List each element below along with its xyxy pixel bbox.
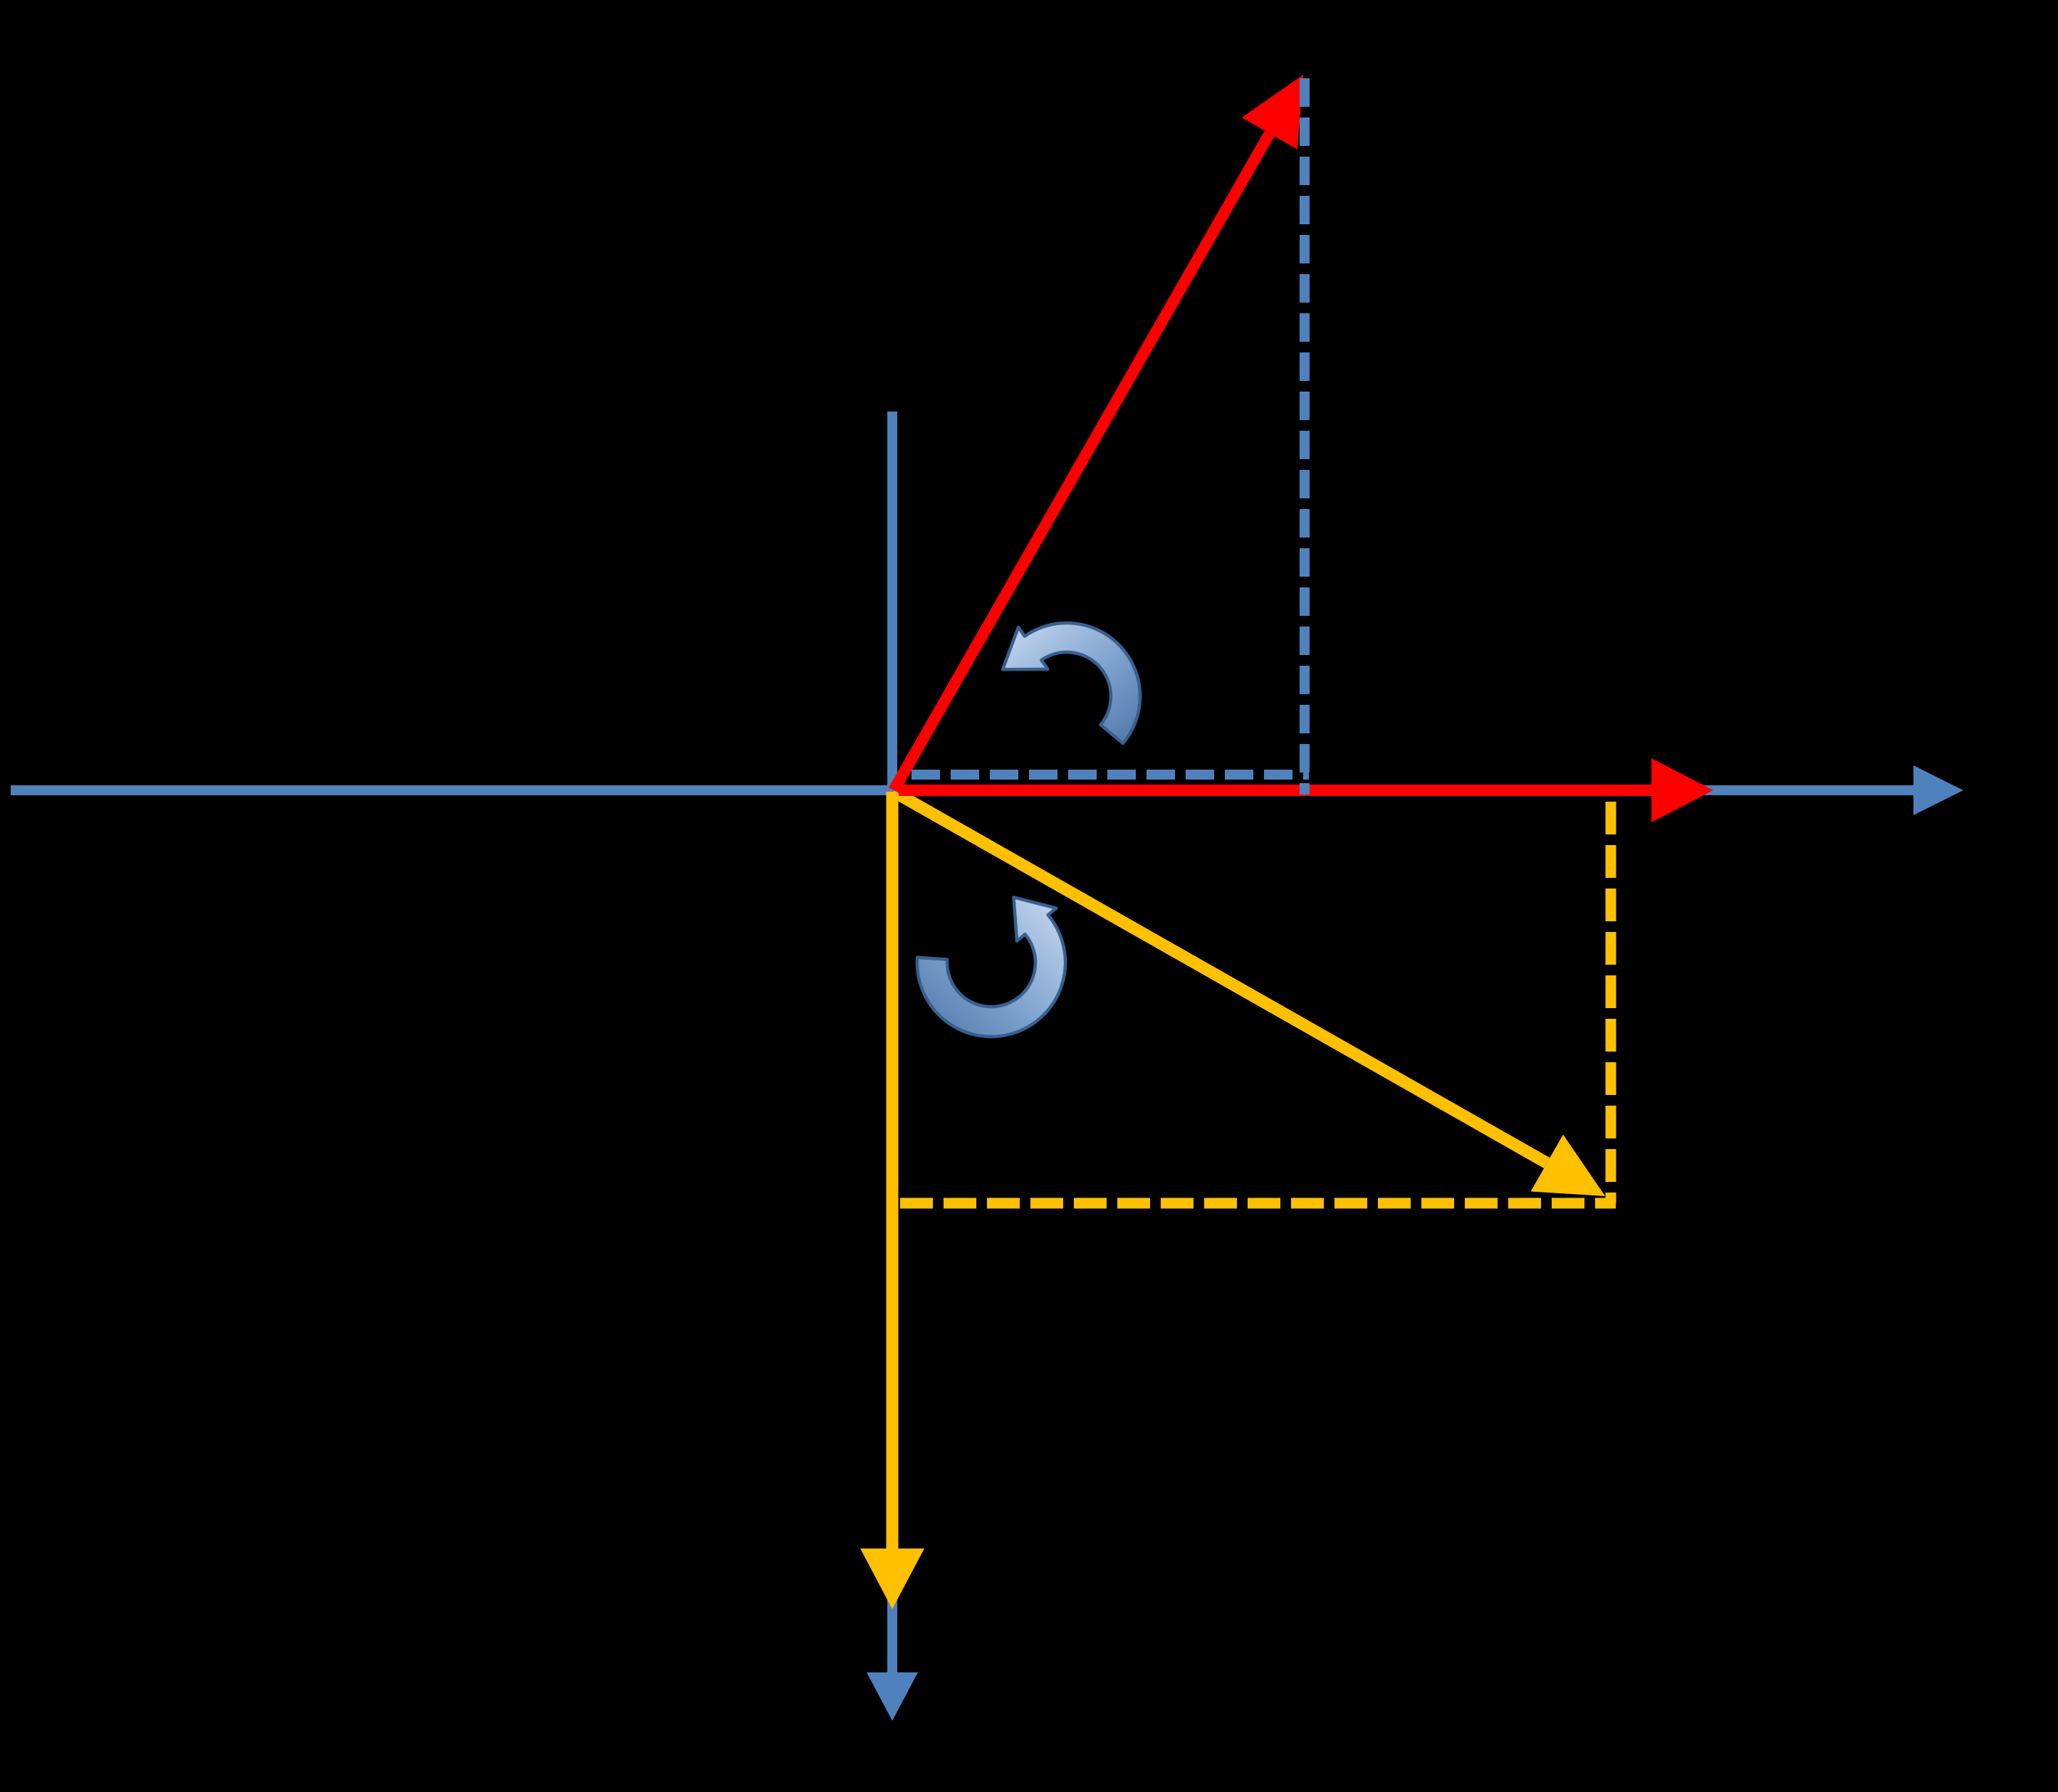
x-axis-head	[1913, 765, 1963, 815]
gold-vector-diagonal-head	[1530, 1134, 1605, 1196]
red-vector-diagonal-head	[1241, 75, 1303, 150]
gold-vector-down-head	[860, 1549, 924, 1609]
rotation-arrow-top-icon	[1001, 621, 1142, 745]
red-vector-horizontal-head	[1651, 758, 1713, 822]
rotation-arrow-bottom-icon	[915, 896, 1067, 1039]
y-axis-head	[867, 1672, 918, 1721]
gold-vector-diagonal-shaft	[890, 786, 1550, 1168]
red-vector-diagonal-shaft	[889, 130, 1275, 793]
